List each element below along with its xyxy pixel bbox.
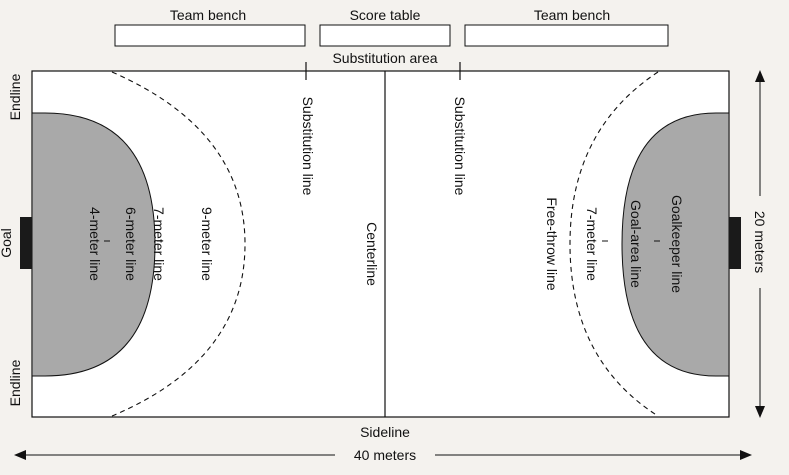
width-dimension-label: 40 meters	[354, 447, 416, 463]
right-goal-area	[621, 112, 730, 377]
goalkeeper-line-label: Goalkeeper line	[669, 195, 685, 293]
right-goal	[729, 217, 741, 269]
team-bench-right-label: Team bench	[534, 7, 610, 23]
left-free-throw-line	[111, 71, 246, 417]
endline-top-label: Endline	[7, 73, 23, 120]
seven-meter-line-right-label: 7-meter line	[584, 207, 600, 281]
six-meter-line-label: 6-meter line	[123, 207, 139, 281]
height-dimension-label: 20 meters	[752, 211, 768, 273]
goal-area-line-label: Goal-area line	[628, 200, 644, 288]
score-table-label: Score table	[350, 7, 421, 23]
goal-label: Goal	[0, 228, 14, 258]
centerline-label: Centerline	[364, 222, 380, 286]
team-bench-right-box	[464, 24, 669, 47]
endline-bottom-label: Endline	[7, 359, 23, 406]
substitution-line-right-label: Substitution line	[452, 97, 468, 196]
left-goal	[20, 217, 32, 269]
team-bench-left-label: Team bench	[170, 7, 246, 23]
height-dimension-arrow	[755, 70, 765, 418]
substitution-area-label: Substitution area	[332, 50, 437, 66]
free-throw-line-label: Free-throw line	[544, 197, 560, 291]
substitution-line-left-label: Substitution line	[300, 97, 316, 196]
left-goal-area	[31, 112, 156, 377]
nine-meter-line-label: 9-meter line	[199, 207, 215, 281]
seven-meter-line-left-label: 7-meter line	[151, 207, 167, 281]
team-bench-left-box	[114, 24, 306, 47]
four-meter-line-label: 4-meter line	[87, 207, 103, 281]
sideline-label: Sideline	[360, 424, 410, 440]
width-dimension-arrow	[14, 450, 752, 460]
score-table-box	[319, 24, 451, 47]
right-free-throw-line	[569, 71, 659, 417]
